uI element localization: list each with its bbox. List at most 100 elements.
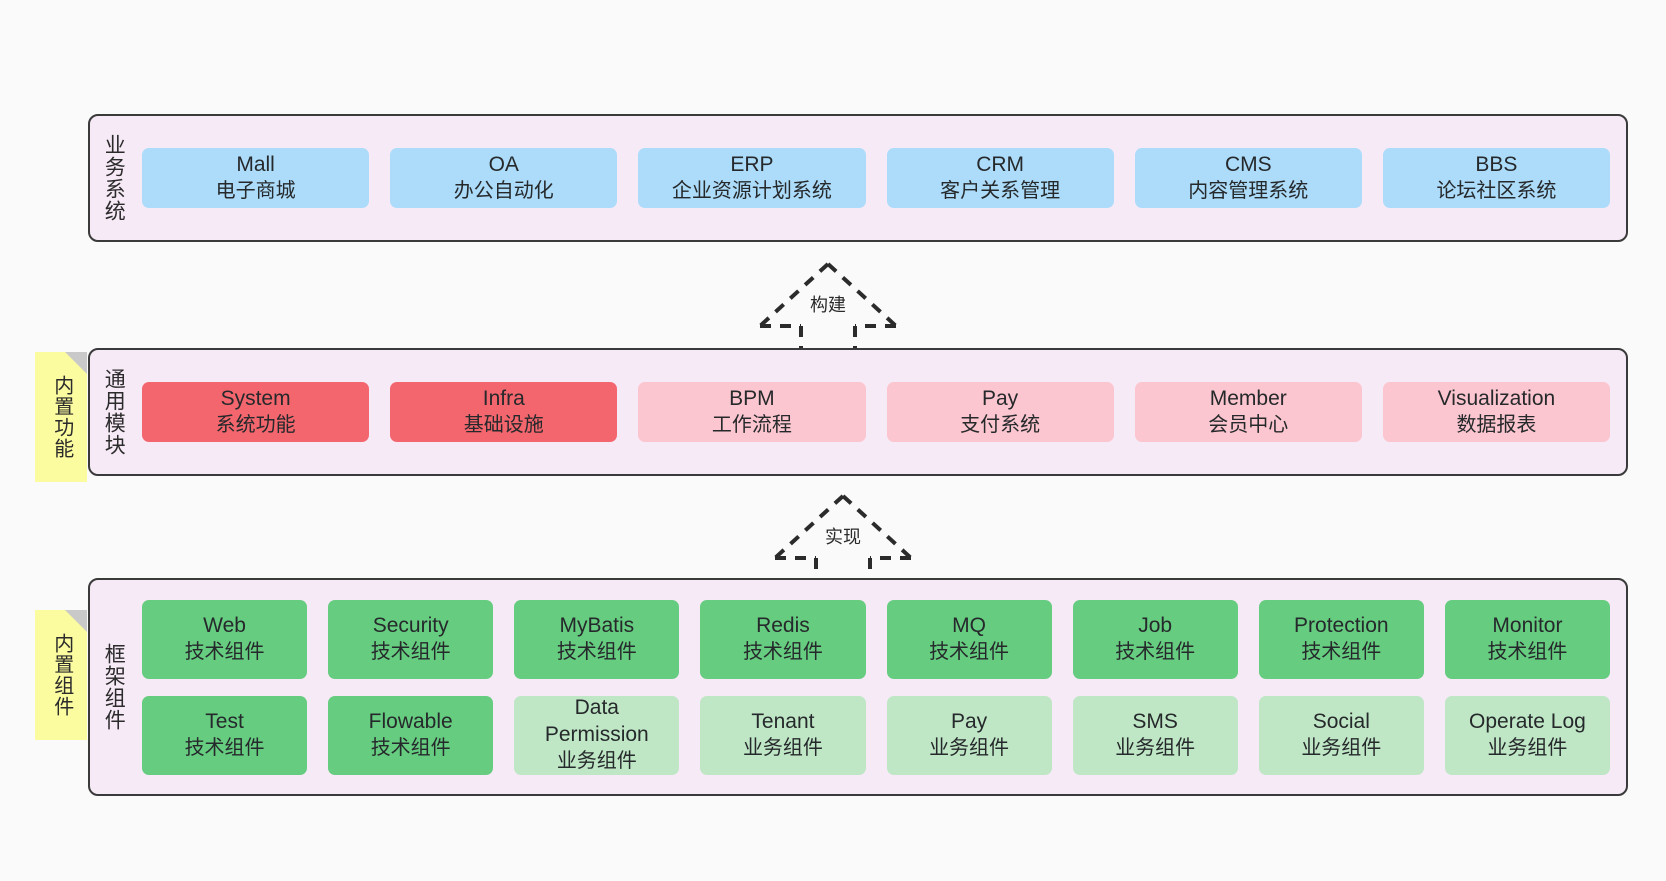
card-visualization[interactable]: Visualization 数据报表	[1382, 381, 1611, 443]
card-oa[interactable]: OA 办公自动化	[390, 147, 618, 209]
card-security[interactable]: Security 技术组件	[328, 599, 494, 679]
layer-business-system: 业务系统 Mall 电子商城 OA 办公自动化 ERP 企业资源计划系统 CRM…	[88, 114, 1628, 242]
card-subtitle: 系统功能	[215, 413, 296, 436]
card-subtitle: 论坛社区系统	[1436, 179, 1557, 202]
card-member[interactable]: Member 会员中心	[1134, 381, 1362, 443]
card-subtitle: 数据报表	[1456, 413, 1537, 436]
card-crm[interactable]: CRM 客户关系管理	[886, 147, 1114, 209]
card-web[interactable]: Web 技术组件	[142, 599, 308, 679]
card-subtitle: 技术组件	[929, 640, 1010, 663]
card-title: Mall	[236, 152, 275, 176]
card-title: Web	[203, 613, 246, 637]
card-protection[interactable]: Protection 技术组件	[1258, 599, 1424, 679]
card-monitor[interactable]: Monitor 技术组件	[1444, 599, 1610, 679]
card-title: Social	[1312, 709, 1370, 733]
dashed-generalization-arrow-icon	[773, 494, 913, 592]
card-operate-log[interactable]: Operate Log 业务组件	[1444, 695, 1610, 775]
note-builtin-component: 内置组件	[35, 610, 87, 740]
card-infra[interactable]: Infra 基础设施	[390, 381, 618, 443]
card-title: Infra	[482, 386, 525, 410]
card-subtitle: 技术组件	[184, 640, 265, 663]
card-subtitle: 会员中心	[1208, 413, 1289, 436]
card-title: BPM	[729, 386, 775, 410]
note-fold-corner-icon	[65, 610, 87, 632]
card-title: Tenant	[751, 709, 815, 733]
card-subtitle: 业务组件	[1487, 736, 1568, 759]
card-pay[interactable]: Pay 支付系统	[886, 381, 1114, 443]
card-title: OA	[488, 152, 519, 176]
card-subtitle: 技术组件	[556, 640, 637, 663]
card-subtitle: 企业资源计划系统	[671, 179, 832, 202]
card-subtitle: 技术组件	[184, 736, 265, 759]
card-mybatis[interactable]: MyBatis 技术组件	[514, 599, 680, 679]
card-title: Protection	[1294, 613, 1389, 637]
card-title: MyBatis	[559, 613, 635, 637]
card-row: Mall 电子商城 OA 办公自动化 ERP 企业资源计划系统 CRM 客户关系…	[142, 147, 1611, 209]
card-subtitle: 内容管理系统	[1188, 179, 1309, 202]
card-title: SMS	[1132, 709, 1178, 733]
card-title: CRM	[976, 152, 1025, 176]
connector-implement: 实现	[768, 490, 918, 592]
card-mq[interactable]: MQ 技术组件	[886, 599, 1052, 679]
layer-body-common-module: System 系统功能 Infra 基础设施 BPM 工作流程 Pay 支付系统…	[136, 350, 1626, 474]
card-title: Job	[1138, 613, 1173, 637]
card-title: Flowable	[368, 709, 453, 733]
card-sms[interactable]: SMS 业务组件	[1072, 695, 1238, 775]
card-row: System 系统功能 Infra 基础设施 BPM 工作流程 Pay 支付系统…	[142, 381, 1611, 443]
card-subtitle: 业务组件	[556, 750, 637, 773]
card-title: Data Permission	[544, 696, 649, 747]
card-title: Security	[372, 613, 449, 637]
card-title: Redis	[756, 613, 810, 637]
card-title: Monitor	[1492, 613, 1563, 637]
card-title: Pay	[950, 709, 988, 733]
note-builtin-function: 内置功能	[35, 352, 87, 482]
card-bbs[interactable]: BBS 论坛社区系统	[1382, 147, 1611, 209]
card-title: Visualization	[1437, 386, 1556, 410]
card-subtitle: 技术组件	[1115, 640, 1196, 663]
card-subtitle: 技术组件	[1301, 640, 1382, 663]
card-redis[interactable]: Redis 技术组件	[700, 599, 866, 679]
card-title: ERP	[730, 152, 774, 176]
card-test[interactable]: Test 技术组件	[142, 695, 308, 775]
card-title: Operate Log	[1469, 709, 1586, 733]
note-label: 内置组件	[50, 633, 73, 717]
card-subtitle: 支付系统	[960, 413, 1041, 436]
layer-body-framework-component: Web 技术组件 Security 技术组件 MyBatis 技术组件 Redi…	[136, 580, 1626, 794]
card-subtitle: 工作流程	[711, 413, 792, 436]
card-mall[interactable]: Mall 电子商城	[142, 147, 370, 209]
card-subtitle: 业务组件	[1301, 736, 1382, 759]
card-title: BBS	[1475, 152, 1518, 176]
layer-common-module: 通用模块 System 系统功能 Infra 基础设施 BPM 工作流程 Pay…	[88, 348, 1628, 476]
connector-build: 构建	[753, 258, 903, 360]
card-pay-business[interactable]: Pay 业务组件	[886, 695, 1052, 775]
card-subtitle: 技术组件	[1487, 640, 1568, 663]
card-subtitle: 技术组件	[742, 640, 823, 663]
card-subtitle: 业务组件	[742, 736, 823, 759]
card-system[interactable]: System 系统功能	[142, 381, 370, 443]
card-subtitle: 办公自动化	[453, 179, 554, 202]
card-row: Web 技术组件 Security 技术组件 MyBatis 技术组件 Redi…	[142, 599, 1610, 679]
card-title: Test	[205, 709, 244, 733]
card-flowable[interactable]: Flowable 技术组件	[328, 695, 494, 775]
card-cms[interactable]: CMS 内容管理系统	[1134, 147, 1362, 209]
note-fold-corner-icon	[65, 352, 87, 374]
card-tenant[interactable]: Tenant 业务组件	[700, 695, 866, 775]
note-label: 内置功能	[50, 375, 73, 459]
layer-title-framework-component: 框架组件	[102, 643, 126, 731]
card-subtitle: 电子商城	[215, 179, 296, 202]
card-title: System	[220, 386, 291, 410]
card-erp[interactable]: ERP 企业资源计划系统	[638, 147, 866, 209]
layer-title-business-system: 业务系统	[102, 134, 126, 222]
card-subtitle: 技术组件	[370, 640, 451, 663]
dashed-generalization-arrow-icon	[758, 262, 898, 360]
card-title: Pay	[982, 386, 1019, 410]
layer-title-common-module: 通用模块	[102, 368, 126, 456]
layer-framework-component: 框架组件 Web 技术组件 Security 技术组件 MyBatis 技术组件…	[88, 578, 1628, 796]
card-data-permission[interactable]: Data Permission 业务组件	[514, 695, 680, 775]
card-social[interactable]: Social 业务组件	[1258, 695, 1424, 775]
card-title: Member	[1209, 386, 1287, 410]
card-job[interactable]: Job 技术组件	[1072, 599, 1238, 679]
card-bpm[interactable]: BPM 工作流程	[638, 381, 866, 443]
card-subtitle: 业务组件	[929, 736, 1010, 759]
